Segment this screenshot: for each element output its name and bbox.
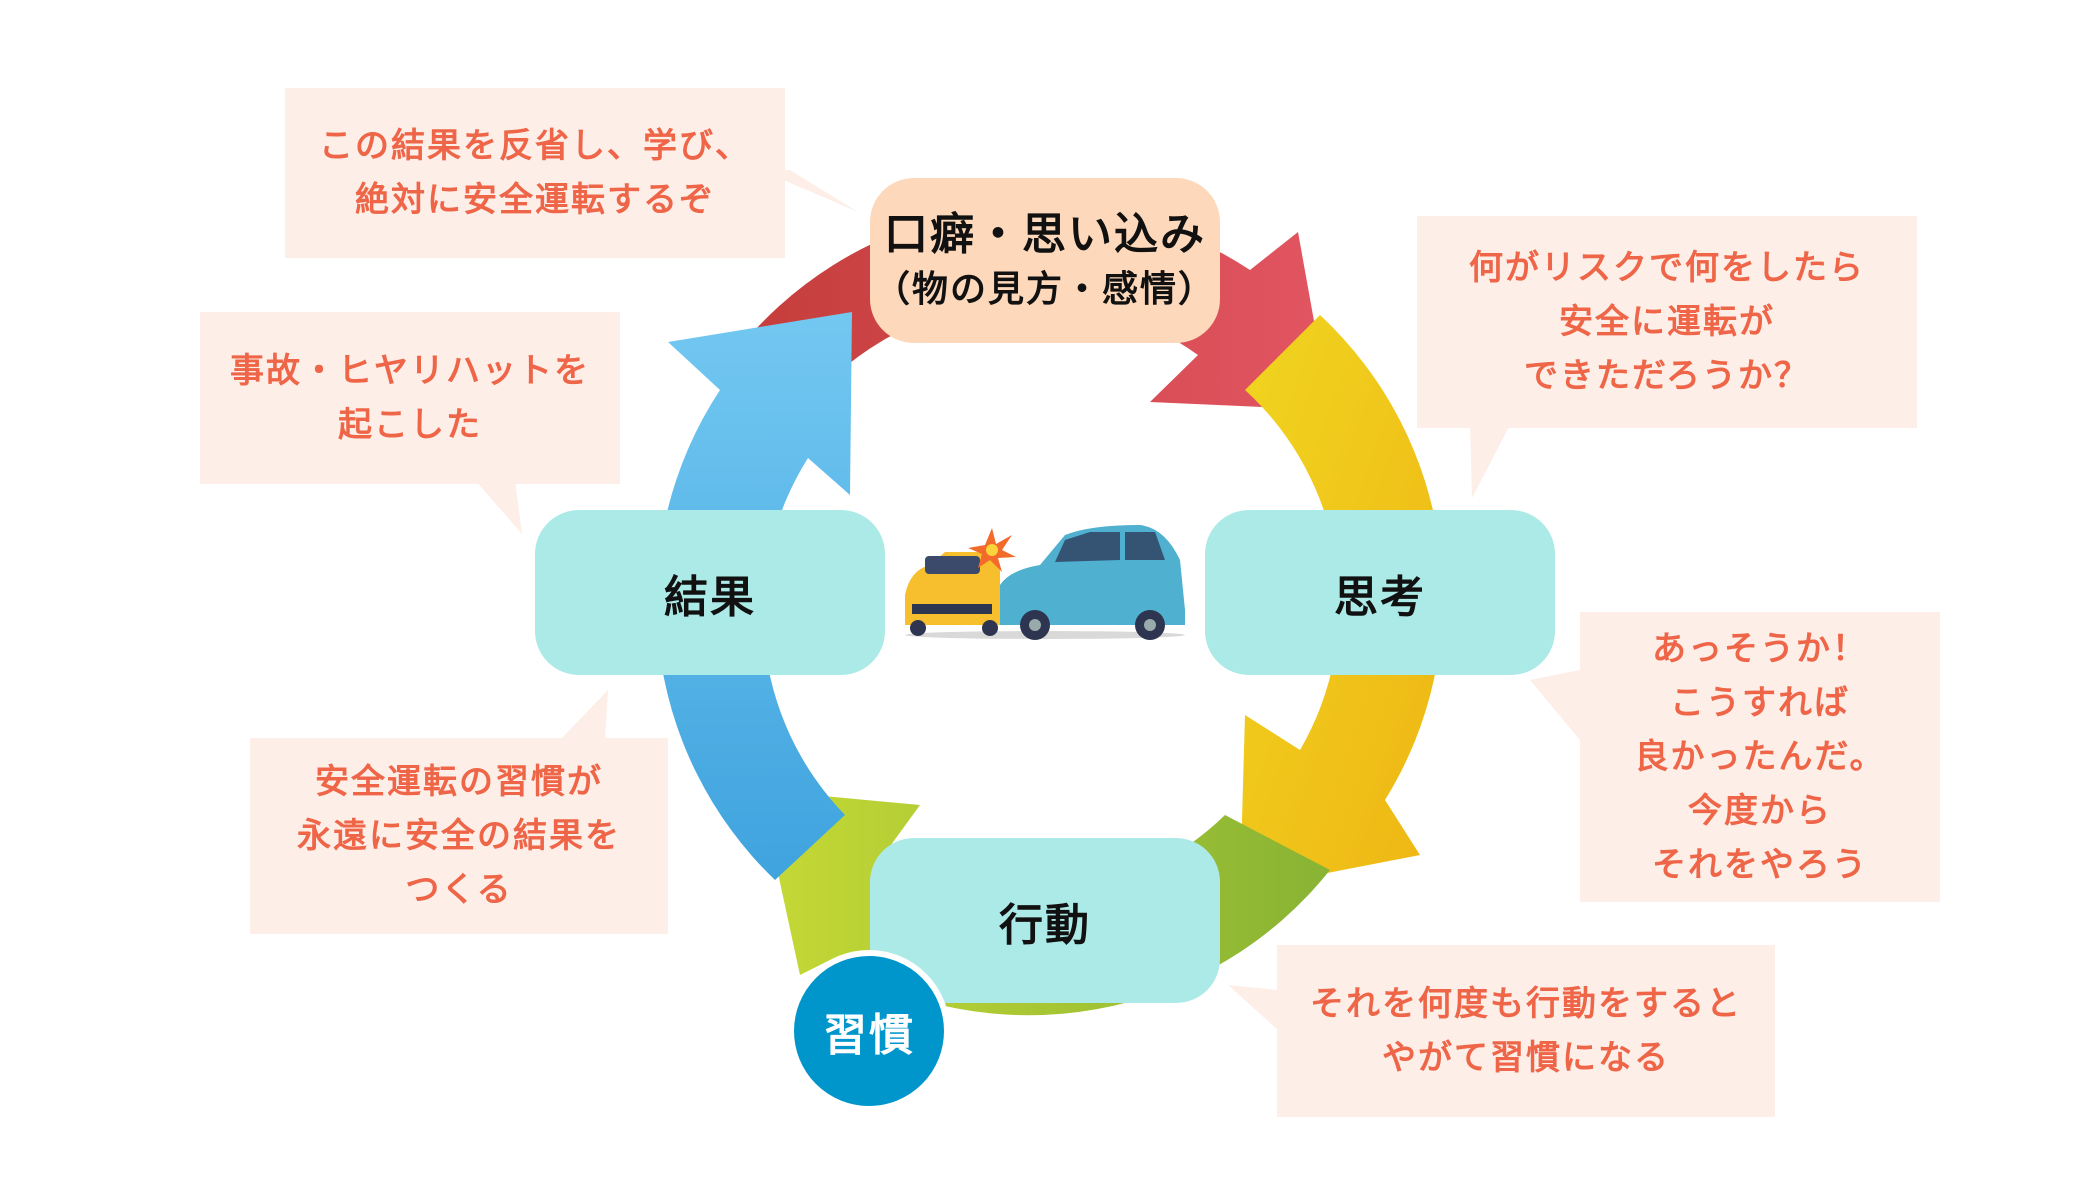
car-collision-icon bbox=[905, 525, 1185, 640]
callout-forever: 安全運転の習慣が 永遠に安全の結果を つくる bbox=[250, 738, 668, 934]
node-result-label: 結果 bbox=[664, 571, 756, 623]
callout-forever-text: 安全運転の習慣が 永遠に安全の結果を つくる bbox=[297, 762, 621, 910]
node-top-title: 口癖・思い込み bbox=[884, 208, 1206, 260]
callout-tail-forever bbox=[560, 690, 608, 740]
callout-repeat: それを何度も行動をすると やがて習慣になる bbox=[1277, 945, 1775, 1117]
callout-realize: あっそうか！ こうすれば 良かったんだ。 今度から それをやろう bbox=[1580, 612, 1940, 902]
node-action-label: 行動 bbox=[999, 899, 1091, 951]
node-result: 結果 bbox=[535, 510, 885, 675]
node-thinking: 思考 bbox=[1205, 510, 1555, 675]
node-thinking-label: 思考 bbox=[1334, 571, 1426, 623]
callout-question-text: 何がリスクで何をしたら 安全に運転が できただろうか？ bbox=[1469, 248, 1865, 396]
callout-tail-question bbox=[1470, 425, 1510, 498]
node-habit-thinking-pattern: 口癖・思い込み （物の見方・感情） bbox=[870, 178, 1220, 343]
callout-tail-realize bbox=[1530, 670, 1580, 740]
callout-tail-repeat bbox=[1228, 985, 1278, 1030]
callout-question: 何がリスクで何をしたら 安全に運転が できただろうか？ bbox=[1417, 216, 1917, 428]
callout-realize-text: あっそうか！ こうすれば 良かったんだ。 今度から それをやろう bbox=[1634, 629, 1886, 885]
callout-accident: 事故・ヒヤリハットを 起こした bbox=[200, 312, 620, 484]
habit-badge: 習慣 bbox=[788, 950, 950, 1112]
callout-tail-accident bbox=[475, 480, 522, 534]
callout-accident-text: 事故・ヒヤリハットを 起こした bbox=[230, 351, 590, 445]
callout-repeat-text: それを何度も行動をすると やがて習慣になる bbox=[1310, 984, 1742, 1078]
node-top-subtitle: （物の見方・感情） bbox=[873, 268, 1216, 310]
habit-badge-label: 習慣 bbox=[823, 1010, 915, 1061]
callout-reflect-text: この結果を反省し、学び、 絶対に安全運転するぞ bbox=[319, 126, 751, 220]
callout-reflect: この結果を反省し、学び、 絶対に安全運転するぞ bbox=[285, 88, 785, 258]
